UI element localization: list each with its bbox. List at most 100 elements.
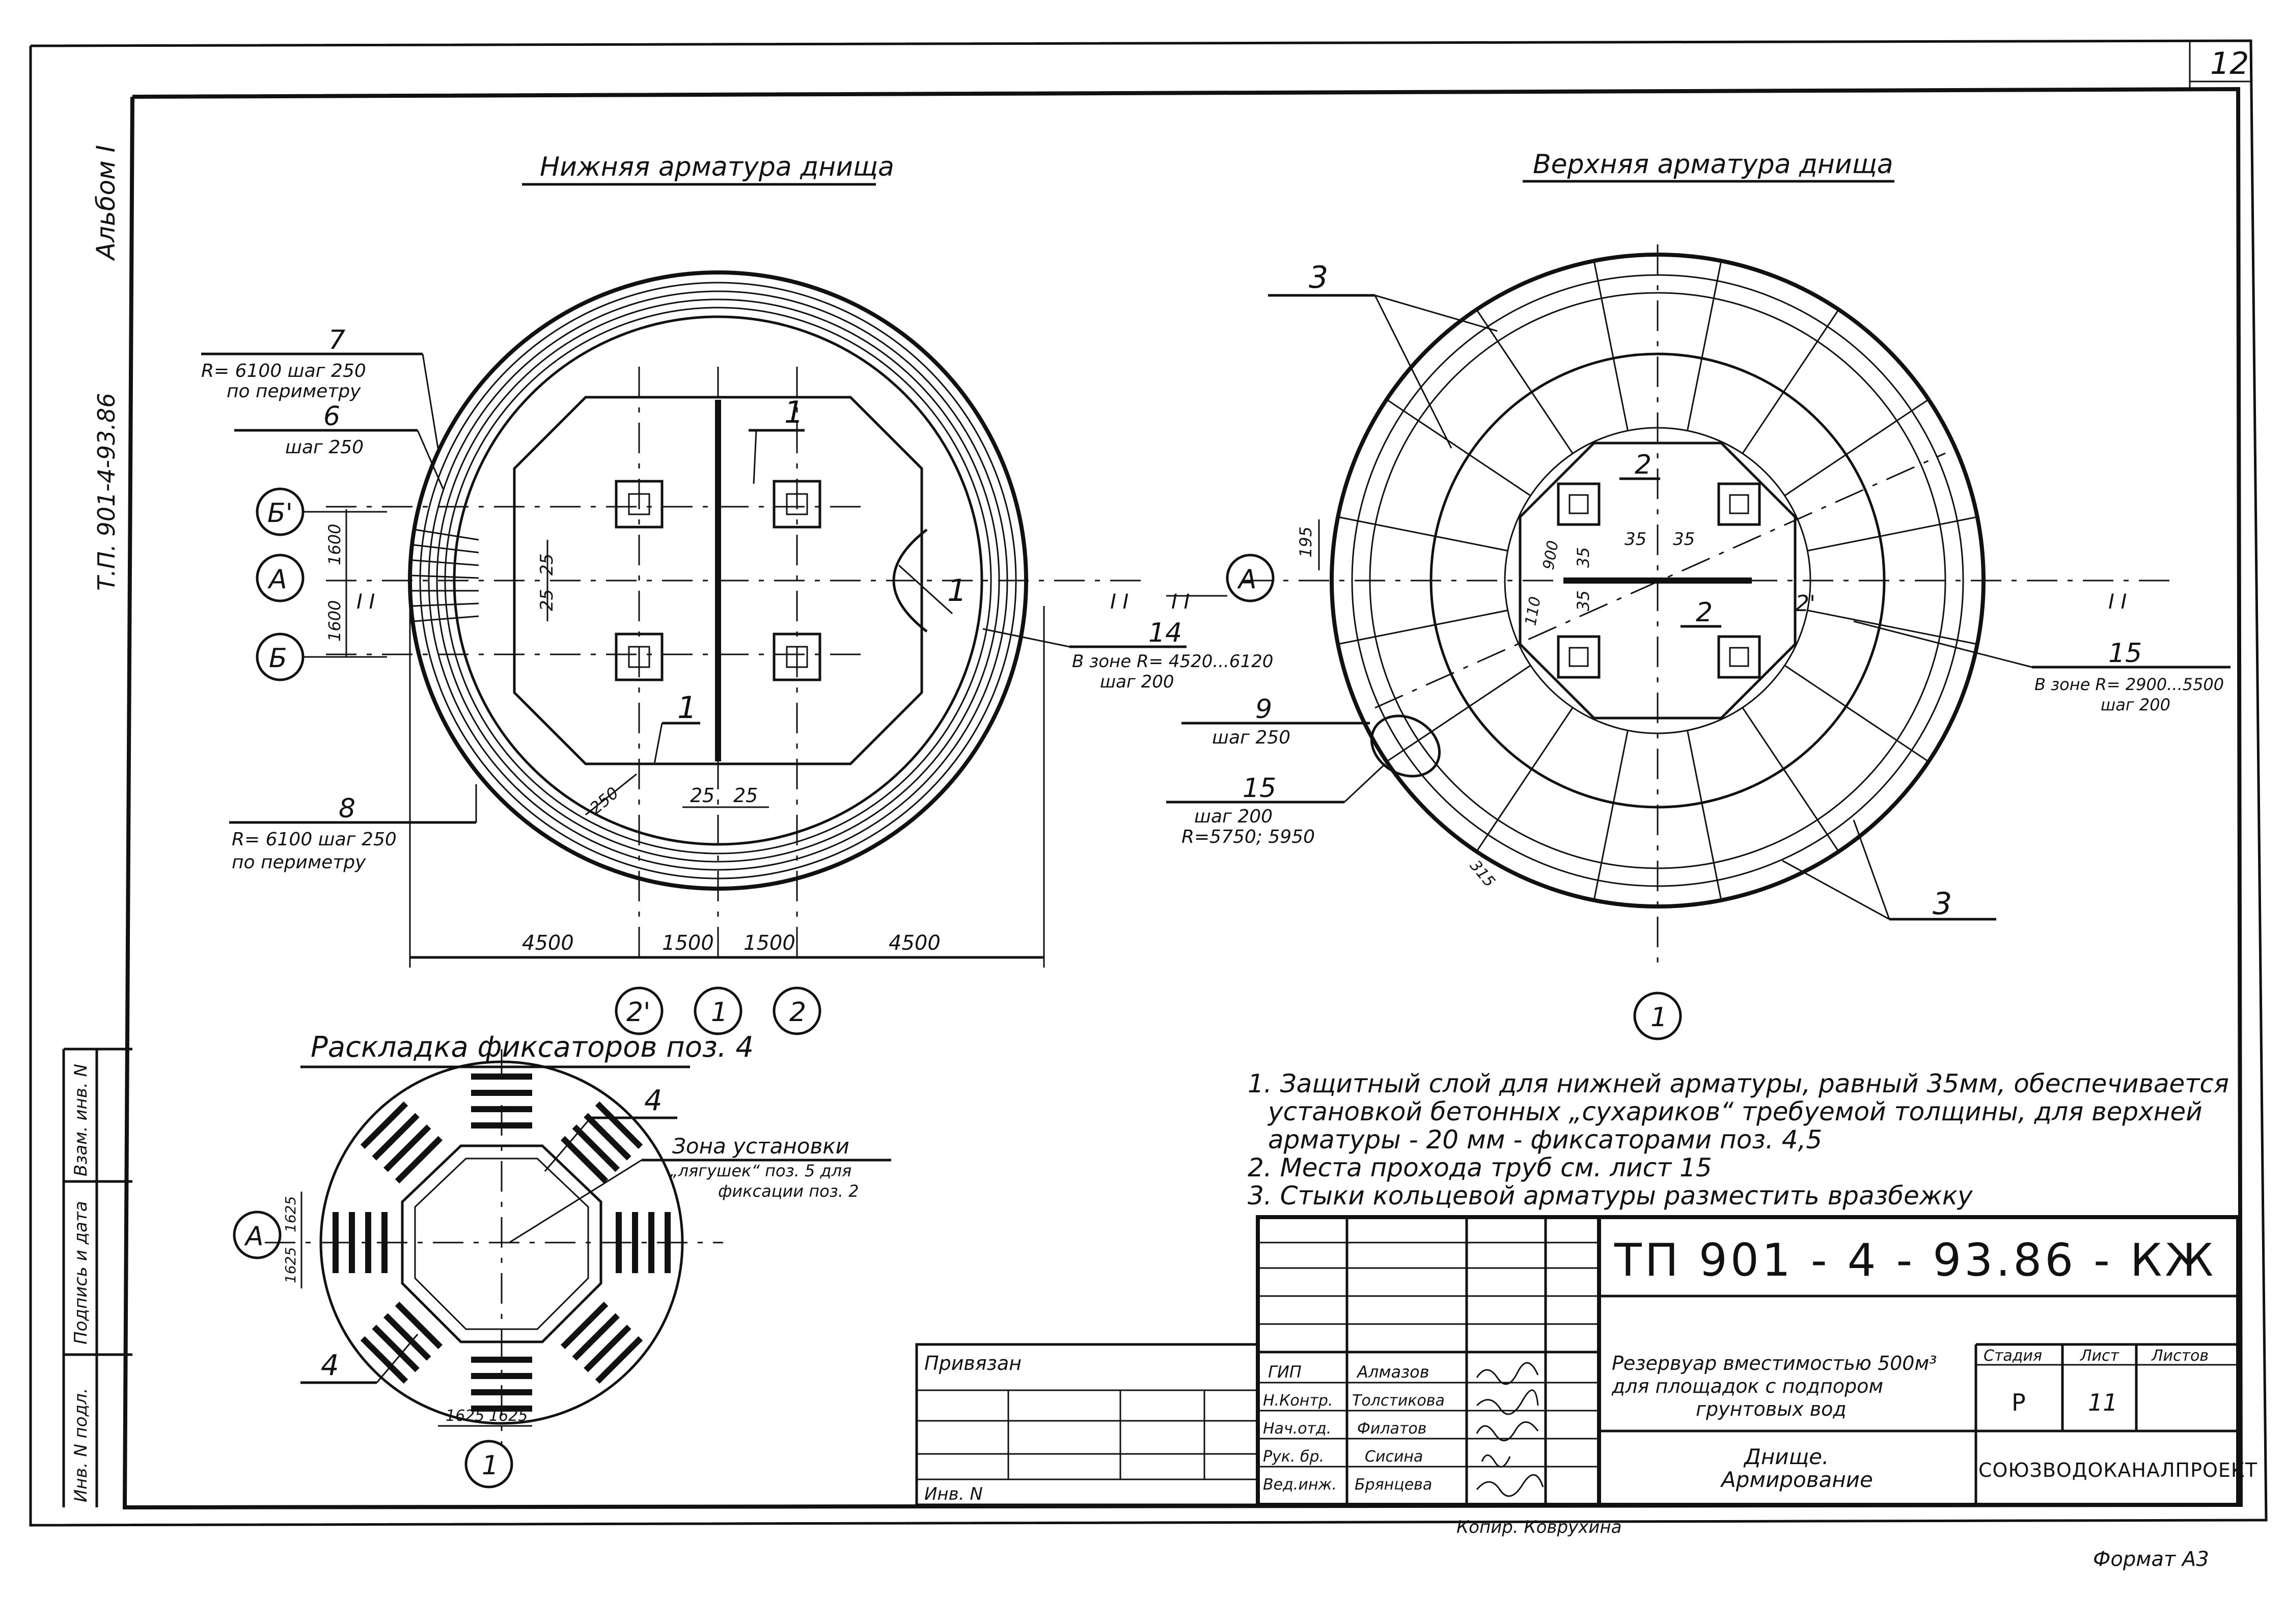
callout-15-left-number: 15 — [1243, 773, 1276, 804]
callout-15-left-line2: R=5750; 5950 — [1181, 827, 1315, 847]
dim-1625-left-b: 1625 — [282, 1247, 299, 1283]
dim-35-c: 35 — [1574, 547, 1593, 568]
radial-bar — [1807, 610, 1977, 645]
axis-b-bottom: Б — [269, 643, 287, 674]
section-mark-right: I I — [1110, 590, 1128, 614]
note-1a: 1. Защитный слой для нижней арматуры, ра… — [1248, 1069, 2229, 1098]
callout-4-top: 4 — [644, 1084, 663, 1117]
fixator-bar — [395, 1136, 443, 1184]
callout-3-top: 3 — [1309, 260, 1328, 295]
callout-2-top: 2 — [1635, 450, 1651, 480]
radial-bar — [1338, 516, 1508, 552]
organization: СОЮЗВОДОКАНАЛПРОЕКТ — [1978, 1459, 2258, 1481]
side-strip-replace: Взам. инв. N — [71, 1064, 91, 1176]
fixator-bar — [572, 1313, 620, 1361]
note-3: 3. Стыки кольцевой арматуры разместить в… — [1248, 1181, 1973, 1210]
dim-bottom-4500-right: 4500 — [889, 931, 941, 955]
dim-bottom-1500-left: 1500 — [662, 931, 714, 955]
callout-7-line2: по периметру — [227, 381, 361, 402]
side-strip-signature: Подпись и дата — [71, 1201, 91, 1344]
section-mark-top-right: I I — [2108, 590, 2127, 614]
fixator-bar — [595, 1101, 643, 1149]
radial-bar — [1476, 707, 1574, 852]
dim-35-b: 35 — [1673, 529, 1695, 549]
callout-6-number: 6 — [323, 401, 340, 432]
dim-1600-upper: 1600 — [325, 524, 344, 565]
bottom-reinforcement-view: Нижняя арматура днища — [201, 152, 1273, 1035]
fixator-bar — [372, 1113, 420, 1161]
zone-line1: Зона установки — [672, 1134, 849, 1159]
dim-bottom-1500-right: 1500 — [744, 931, 795, 955]
name-nkontr: Толстикова — [1352, 1392, 1445, 1410]
callout-15-right-line1: В зоне R= 2900...5500 — [2034, 675, 2224, 694]
dim-bottom-4500-left: 4500 — [522, 931, 574, 955]
inv-n-label: Инв. N — [924, 1484, 983, 1504]
callout-8-line2: по периметру — [232, 852, 366, 873]
note-1c: арматуры - 20 мм - фиксаторами поз. 4,5 — [1268, 1125, 1822, 1154]
dim-25-horizontal-a: 25 — [690, 784, 714, 807]
name-rukbr: Сисина — [1365, 1448, 1423, 1466]
fixator-bar — [595, 1336, 643, 1384]
side-strip-inv: Инв. N подл. — [71, 1388, 91, 1502]
project-line3: грунтовых вод — [1696, 1398, 1847, 1420]
top-view-title: Верхняя арматура днища — [1533, 149, 1893, 180]
sheet-value: 11 — [2088, 1389, 2118, 1416]
column-bases-top — [1557, 482, 1761, 679]
dim-1600-lower: 1600 — [325, 600, 344, 642]
axis-a-bottom: А — [267, 564, 287, 595]
fixator-bar — [584, 1325, 631, 1372]
callout-2-prime: 2' — [1795, 591, 1815, 617]
radial-bar — [1476, 309, 1574, 454]
role-nkontr: Н.Контр. — [1263, 1392, 1333, 1410]
dim-1625-bottom-b: 1625 — [489, 1407, 528, 1425]
project-line2: для площадок с подпором — [1611, 1375, 1883, 1397]
zone-line2: „лягушек“ поз. 5 для — [670, 1161, 851, 1180]
radial-bar — [1807, 516, 1977, 552]
radial-bar — [1687, 730, 1722, 900]
privyazan-label: Привязан — [924, 1352, 1022, 1374]
callout-1-top: 1 — [784, 395, 804, 430]
radial-bar — [1742, 707, 1839, 852]
radial-bar — [1687, 261, 1722, 431]
callout-15-right-number: 15 — [2108, 638, 2142, 669]
radial-bar — [1386, 399, 1531, 497]
dim-110: 110 — [1522, 595, 1544, 627]
radial-bar — [1593, 261, 1629, 431]
dim-35-a: 35 — [1625, 529, 1646, 549]
role-gip: ГИП — [1268, 1362, 1302, 1382]
dim-25-horizontal-b: 25 — [733, 784, 758, 807]
fixator-bar — [572, 1124, 620, 1172]
sheet-title-line2: Армирование — [1720, 1467, 1873, 1492]
radial-bar — [1742, 309, 1839, 454]
fixator-bar — [584, 1113, 631, 1161]
dim-1625-left-a: 1625 — [282, 1196, 299, 1232]
fixator-bar — [360, 1336, 408, 1384]
dim-195: 195 — [1296, 527, 1315, 558]
callout-9-number: 9 — [1255, 694, 1272, 725]
note-2: 2. Места прохода труб см. лист 15 — [1248, 1153, 1712, 1182]
column-bases-bottom — [615, 480, 821, 681]
sheet-number: 12 — [2210, 46, 2249, 81]
radial-bar — [1784, 399, 1929, 497]
document-code: ТП 901 - 4 - 93.86 - КЖ — [1614, 1234, 2216, 1286]
title-block: Привязан Инв. N ГИП Алмазов Н.Контр. Тол… — [915, 1215, 2258, 1507]
side-strip: Инв. N подл. Подпись и дата Взам. инв. N… — [62, 145, 132, 1507]
notes: 1. Защитный слой для нижней арматуры, ра… — [1248, 1069, 2229, 1210]
callout-8-number: 8 — [339, 793, 355, 824]
album-label: Альбом I — [91, 145, 121, 261]
sheets-label: Листов — [2151, 1347, 2209, 1365]
fixator-bar — [395, 1301, 443, 1350]
callout-1-right: 1 — [947, 573, 967, 609]
callout-6-line1: шаг 250 — [285, 437, 364, 458]
axis-2-bottom: 2 — [789, 997, 806, 1028]
axis-a-top: А — [1237, 564, 1257, 595]
role-nachotd: Нач.отд. — [1263, 1420, 1331, 1438]
radial-bar — [1784, 665, 1929, 762]
callout-2-right: 2 — [1696, 597, 1713, 628]
dim-900: 900 — [1539, 539, 1562, 571]
side-code: Т.П. 901-4-93.86 — [93, 393, 120, 591]
callout-15-right-line2: шаг 200 — [2101, 695, 2170, 714]
sheet-label: Лист — [2080, 1347, 2120, 1365]
stage-value: Р — [2012, 1389, 2026, 1416]
